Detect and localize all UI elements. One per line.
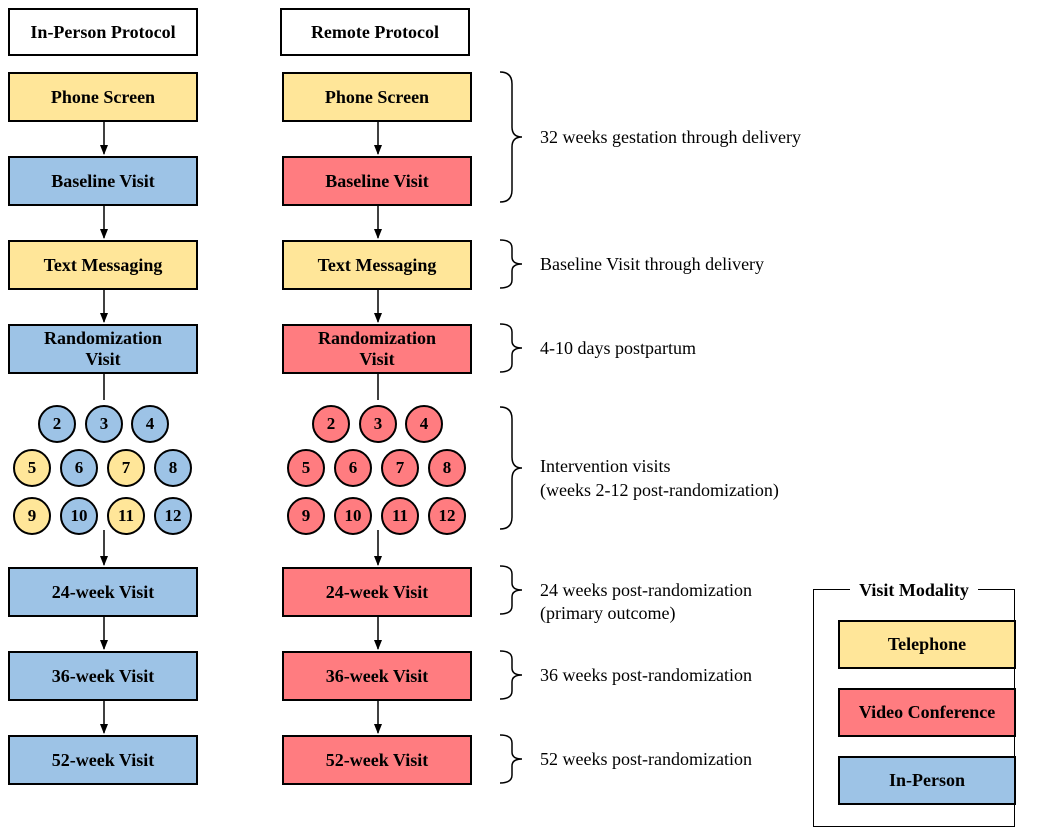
remote-visit-circle: 7	[381, 449, 419, 487]
legend-item-video-conference: Video Conference	[838, 688, 1016, 737]
remote-visit-circle: 10	[334, 497, 372, 535]
timing-note-screening: 32 weeks gestation through delivery	[540, 127, 801, 147]
in-person-visit-circle: 4	[131, 405, 169, 443]
in-person-24-week-visit: 24-week Visit	[8, 567, 198, 617]
brace-24-week	[499, 565, 523, 615]
remote-phone-screen: Phone Screen	[282, 72, 472, 122]
remote-visit-circle: 3	[359, 405, 397, 443]
in-person-visit-circle: 2	[38, 405, 76, 443]
timing-note-24-week: 24 weeks post-randomization	[540, 580, 752, 600]
in-person-visit-circle: 3	[85, 405, 123, 443]
brace-36-week	[499, 650, 523, 700]
in-person-visit-circle: 11	[107, 497, 145, 535]
remote-visit-circle: 9	[287, 497, 325, 535]
remote-36-week-visit: 36-week Visit	[282, 651, 472, 701]
timing-note-52-week: 52 weeks post-randomization	[540, 749, 752, 769]
remote-52-week-visit: 52-week Visit	[282, 735, 472, 785]
remote-visit-circle: 8	[428, 449, 466, 487]
in-person-visit-circle: 5	[13, 449, 51, 487]
timing-note-randomization: 4-10 days postpartum	[540, 338, 696, 358]
remote-24-week-visit: 24-week Visit	[282, 567, 472, 617]
in-person-visit-circle: 9	[13, 497, 51, 535]
remote-protocol-header: Remote Protocol	[280, 8, 470, 56]
brace-52-week	[499, 734, 523, 784]
legend-item-telephone: Telephone	[838, 620, 1016, 669]
remote-randomization-visit: Randomization Visit	[282, 324, 472, 374]
in-person-protocol-header: In-Person Protocol	[8, 8, 198, 56]
brace-text-messaging	[499, 239, 523, 289]
in-person-visit-circle: 7	[107, 449, 145, 487]
timing-note-text-messaging: Baseline Visit through delivery	[540, 254, 765, 274]
in-person-visit-circle: 8	[154, 449, 192, 487]
in-person-36-week-visit: 36-week Visit	[8, 651, 198, 701]
timing-note-36-week: 36 weeks post-randomization	[540, 665, 752, 685]
legend-item-in-person: In-Person	[838, 756, 1016, 805]
in-person-visit-circle: 6	[60, 449, 98, 487]
remote-visit-circle: 2	[312, 405, 350, 443]
brace-screening-baseline	[499, 71, 523, 203]
timing-note-intervention: Intervention visits	[540, 456, 671, 476]
in-person-visit-circle: 10	[60, 497, 98, 535]
timing-note-primary-outcome: (primary outcome)	[540, 603, 676, 623]
in-person-randomization-visit: Randomization Visit	[8, 324, 198, 374]
remote-text-messaging: Text Messaging	[282, 240, 472, 290]
remote-visit-circle: 4	[405, 405, 443, 443]
remote-baseline-visit: Baseline Visit	[282, 156, 472, 206]
in-person-phone-screen: Phone Screen	[8, 72, 198, 122]
remote-visit-circle: 6	[334, 449, 372, 487]
remote-visit-circle: 5	[287, 449, 325, 487]
remote-visit-circle: 11	[381, 497, 419, 535]
brace-randomization	[499, 323, 523, 373]
timing-note-intervention-weeks: (weeks 2-12 post-randomization)	[540, 480, 779, 500]
in-person-text-messaging: Text Messaging	[8, 240, 198, 290]
brace-intervention	[499, 406, 523, 530]
in-person-baseline-visit: Baseline Visit	[8, 156, 198, 206]
legend-title: Visit Modality	[850, 578, 978, 602]
in-person-52-week-visit: 52-week Visit	[8, 735, 198, 785]
remote-visit-circle: 12	[428, 497, 466, 535]
in-person-visit-circle: 12	[154, 497, 192, 535]
